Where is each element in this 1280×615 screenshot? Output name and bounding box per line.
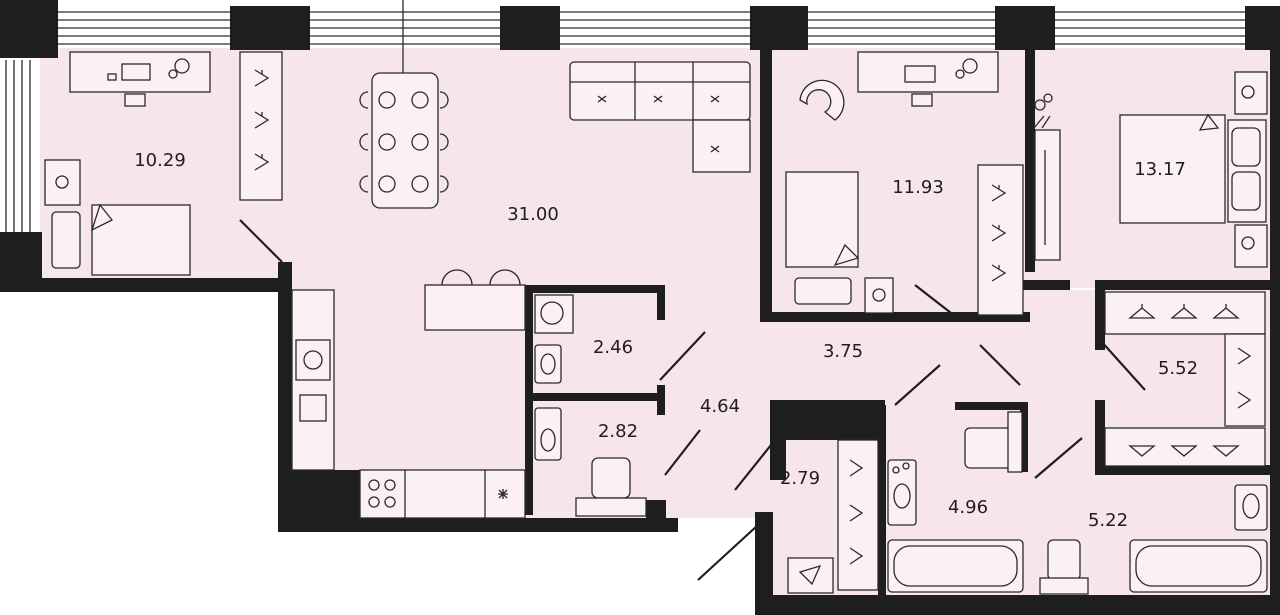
area-label-bedroom-middle: 11.93 bbox=[892, 177, 944, 198]
area-label-bathroom-right: 5.22 bbox=[1088, 510, 1128, 531]
wardrobe-entry-furniture bbox=[787, 439, 879, 594]
area-label-bedroom-left: 10.29 bbox=[134, 150, 186, 171]
bedroom-left-furniture bbox=[44, 51, 283, 276]
living-furniture bbox=[291, 61, 751, 519]
area-label-wardrobe-entry: 2.79 bbox=[780, 468, 820, 489]
doors bbox=[239, 219, 1146, 581]
bedroom-right-furniture bbox=[1033, 71, 1268, 268]
bathroom-middle-furniture bbox=[887, 411, 1024, 593]
area-label-corridor: 4.64 bbox=[700, 396, 740, 417]
area-label-bathroom-middle: 4.96 bbox=[948, 497, 988, 518]
area-label-wardrobe-right: 5.52 bbox=[1158, 358, 1198, 379]
bathroom-right-furniture bbox=[1039, 484, 1268, 595]
left-window bbox=[5, 60, 31, 232]
area-label-living-kitchen: 31.00 bbox=[507, 204, 559, 225]
wardrobe-right-furniture bbox=[1104, 291, 1266, 467]
area-label-hall: 3.75 bbox=[823, 341, 863, 362]
bedroom-middle-furniture bbox=[785, 51, 1024, 316]
area-labels: 10.29 31.00 11.93 13.17 2.46 2.82 4.64 3… bbox=[134, 150, 1198, 531]
area-label-bathroom-small: 2.82 bbox=[598, 421, 638, 442]
wet-rooms-left bbox=[534, 294, 647, 517]
area-label-laundry: 2.46 bbox=[593, 337, 633, 358]
area-label-bedroom-right: 13.17 bbox=[1134, 159, 1186, 180]
